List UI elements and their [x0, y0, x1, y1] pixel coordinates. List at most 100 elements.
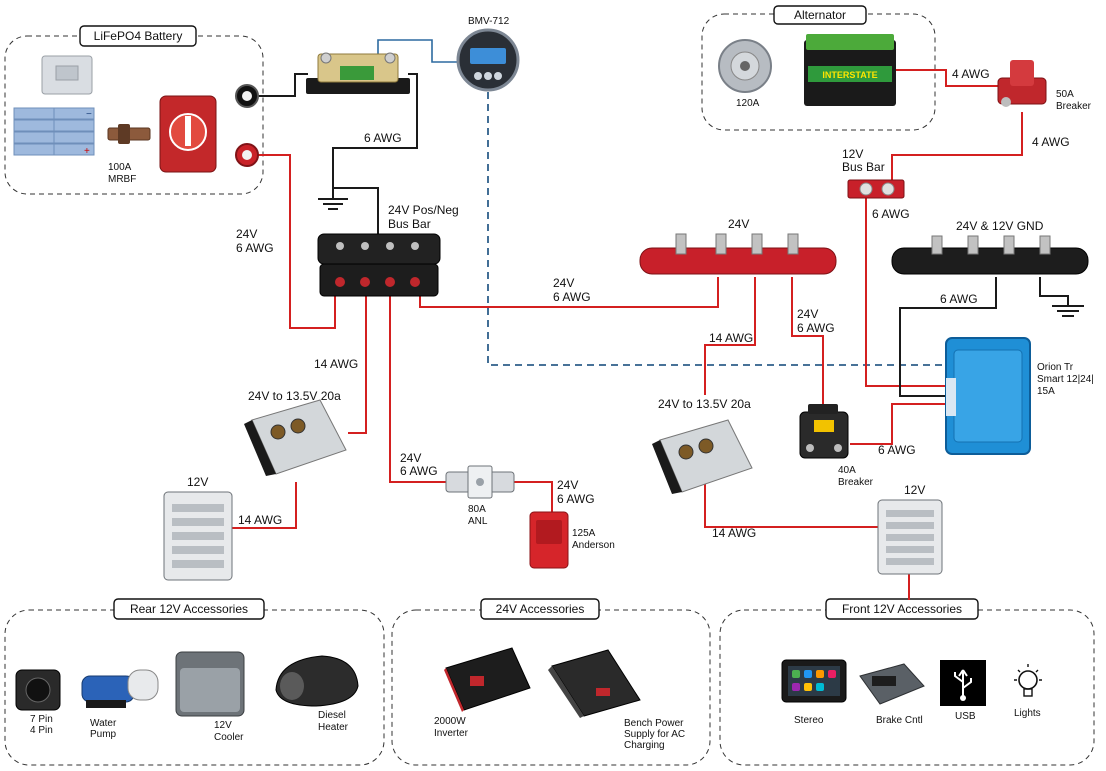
group-24v: 24V Accessories — [391, 598, 711, 766]
wires — [232, 39, 1069, 600]
inverter-icon: 2000W Inverter — [434, 647, 531, 739]
anderson-label-2: Anderson — [572, 540, 615, 551]
pump-label-1: Water — [90, 718, 117, 729]
breaker50-label-2: Breaker — [1056, 101, 1092, 112]
lights-label: Lights — [1014, 708, 1041, 719]
psu-label-1: Bench Power — [624, 718, 684, 729]
group-front: Front 12V Accessories — [719, 598, 1095, 766]
breaker-40a[interactable]: 40A Breaker — [799, 404, 874, 488]
breaker-50a[interactable]: 50A Breaker — [997, 60, 1092, 112]
wire-label: 24V — [236, 227, 257, 241]
ground-icon-left — [318, 198, 348, 210]
trailer-label-1: 7 Pin — [30, 714, 53, 725]
brake-label: Brake Cntl — [876, 715, 923, 726]
group-alternator: Alternator — [701, 5, 936, 131]
converter-right-label: 24V to 13.5V 20a — [658, 397, 751, 411]
breaker40-label-2: Breaker — [838, 477, 874, 488]
bus24-label: 24V — [728, 217, 749, 231]
inverter-label-1: 2000W — [434, 716, 466, 727]
wire-label: 14 AWG — [314, 357, 358, 371]
fuse-right-label: 12V — [904, 483, 925, 497]
alternator-amp-label: 120A — [736, 98, 760, 109]
wire-label: 24V — [553, 276, 574, 290]
orion-dc-dc-charger: Orion Tr Smart 12|24| 15A — [945, 337, 1094, 455]
group-rear: Rear 12V Accessories — [4, 598, 385, 766]
anl-label-2: ANL — [468, 516, 488, 527]
wire-label: 6 AWG — [872, 207, 910, 221]
svg-text:+: + — [84, 146, 90, 157]
group-title-front: Front 12V Accessories — [842, 602, 962, 616]
bus12-label-2: Bus Bar — [842, 160, 885, 174]
shunt — [306, 52, 410, 94]
alternator: 120A — [718, 39, 772, 109]
starter-battery: INTERSTATE — [804, 34, 896, 106]
fuse-block-left: 12V — [163, 475, 233, 581]
bus-bar-24v: 24V — [639, 217, 837, 275]
anl-fuse: 80A ANL — [445, 465, 515, 527]
mrbf-label-2: MRBF — [108, 174, 136, 185]
main-bus-label-2: Bus Bar — [388, 217, 431, 231]
bus-gnd-label: 24V & 12V GND — [956, 219, 1044, 233]
bms-module — [41, 55, 93, 95]
orion-label-2: Smart 12|24| — [1037, 374, 1094, 385]
battery-terminal-negative — [235, 84, 259, 108]
battery-switch[interactable] — [159, 95, 217, 173]
wire-label: 6 AWG — [400, 464, 438, 478]
usb-label: USB — [955, 711, 976, 722]
anl-label-1: 80A — [468, 504, 486, 515]
anderson-connector: 125A Anderson — [529, 511, 615, 569]
brake-controller-icon: Brake Cntl — [859, 663, 925, 726]
wire-label: 4 AWG — [952, 67, 990, 81]
wire-label: 6 AWG — [236, 241, 274, 255]
heater-label-1: Diesel — [318, 710, 346, 721]
orion-label-3: 15A — [1037, 386, 1055, 397]
battery-brand-text: INTERSTATE — [822, 70, 877, 80]
anderson-label-1: 125A — [572, 528, 596, 539]
wire-label: 4 AWG — [1032, 135, 1070, 149]
cooler-label-2: Cooler — [214, 732, 244, 743]
wire-label: 6 AWG — [940, 292, 978, 306]
heater-label-2: Heater — [318, 722, 349, 733]
wire-label: 6 AWG — [557, 492, 595, 506]
battery-terminal-positive — [235, 143, 259, 167]
wire-label: 24V — [400, 451, 421, 465]
converter-left-label: 24V to 13.5V 20a — [248, 389, 341, 403]
converter-right: 24V to 13.5V 20a — [652, 397, 753, 494]
wire-label: 6 AWG — [364, 131, 402, 145]
group-battery: LiFePO4 Battery — [4, 25, 264, 195]
wire-label: 24V — [797, 307, 818, 321]
breaker50-label-1: 50A — [1056, 89, 1074, 100]
psu-label-3: Charging — [624, 740, 665, 751]
group-title-alternator: Alternator — [794, 8, 846, 22]
psu-label-2: Supply for AC — [624, 729, 685, 740]
group-title-rear: Rear 12V Accessories — [130, 602, 248, 616]
pump-label-2: Pump — [90, 729, 117, 740]
cooler-label-1: 12V — [214, 720, 232, 731]
fuse-block-right: 12V — [877, 483, 943, 575]
wire-label: 14 AWG — [709, 331, 753, 345]
bus12-label-1: 12V — [842, 147, 863, 161]
mrbf-label-1: 100A — [108, 162, 132, 173]
wire-label: 14 AWG — [712, 526, 756, 540]
main-bus-label-1: 24V Pos/Neg — [388, 203, 459, 217]
stereo-icon: Stereo — [781, 659, 847, 726]
stereo-label: Stereo — [794, 715, 824, 726]
orion-label-1: Orion Tr — [1037, 362, 1074, 373]
trailer-connector-icon: 7 Pin 4 Pin — [15, 669, 61, 736]
wire-label: 6 AWG — [878, 443, 916, 457]
wire-labels: 6 AWG 4 AWG 4 AWG 6 AWG 24V 6 AWG 24V 6 … — [236, 67, 1070, 540]
ground-icon-right — [1052, 305, 1084, 317]
breaker40-label-1: 40A — [838, 465, 856, 476]
bmv-712-monitor[interactable]: BMV-712 — [456, 16, 520, 92]
fuse-left-label: 12V — [187, 475, 208, 489]
inverter-label-2: Inverter — [434, 728, 469, 739]
bench-power-supply-icon: Bench Power Supply for AC Charging — [548, 649, 685, 751]
bus-bar-12v: 12V Bus Bar — [842, 147, 905, 199]
bmv-label: BMV-712 — [468, 16, 510, 27]
converter-left: 24V to 13.5V 20a — [244, 389, 347, 476]
group-title-24v: 24V Accessories — [496, 602, 585, 616]
svg-text:−: − — [86, 109, 92, 120]
trailer-label-2: 4 Pin — [30, 725, 53, 736]
cooler-icon: 12V Cooler — [175, 651, 245, 743]
